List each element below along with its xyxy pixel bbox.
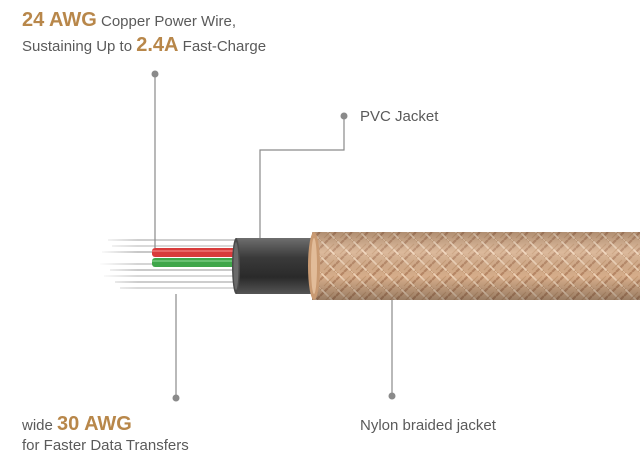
pvc-leader-line bbox=[259, 116, 345, 238]
leader-lines bbox=[154, 74, 393, 398]
pvc-jacket bbox=[232, 238, 318, 294]
data-awg-highlight: 30 AWG bbox=[57, 413, 132, 435]
data-wire-label: wide 30 AWG for Faster Data Transfers bbox=[22, 412, 189, 456]
data-wires bbox=[98, 232, 245, 294]
sustaining-text: Sustaining Up to bbox=[22, 38, 137, 55]
fast-charge-text: Fast-Charge bbox=[178, 38, 267, 55]
power-wire-label: 24 AWG Copper Power Wire, Sustaining Up … bbox=[22, 8, 266, 58]
data-wire-line1: wide 30 AWG bbox=[22, 412, 189, 437]
power-wire-line2: Sustaining Up to 2.4A Fast-Charge bbox=[22, 33, 266, 58]
data-wire-line2: for Faster Data Transfers bbox=[22, 437, 189, 454]
power-wires bbox=[152, 248, 246, 267]
nylon-jacket-label: Nylon braided jacket bbox=[360, 417, 496, 434]
red-wire bbox=[152, 248, 246, 257]
pvc-leader-dot bbox=[340, 112, 348, 120]
power-wire-text: Copper Power Wire, bbox=[96, 13, 237, 30]
nylon-leader-dot bbox=[388, 392, 396, 400]
green-wire bbox=[152, 258, 246, 267]
nylon-braid bbox=[308, 232, 640, 300]
power-awg-highlight: 24 AWG bbox=[22, 9, 97, 31]
power-wire-line1: 24 AWG Copper Power Wire, bbox=[22, 8, 266, 33]
wide-text: wide bbox=[22, 417, 58, 434]
data-leader-dot bbox=[172, 394, 180, 402]
pvc-jacket-label: PVC Jacket bbox=[360, 108, 439, 125]
power-leader-dot bbox=[151, 70, 159, 78]
amperage-highlight: 2.4A bbox=[136, 34, 179, 56]
